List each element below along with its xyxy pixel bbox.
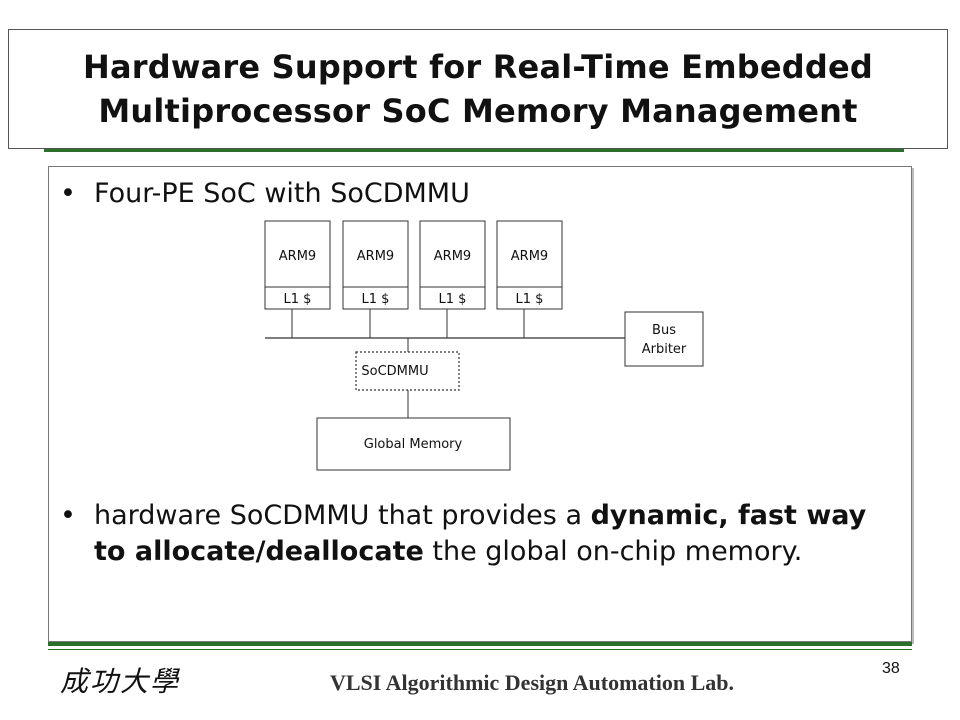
lab-name: VLSI Algorithmic Design Automation Lab.	[330, 670, 734, 695]
processor-1-cache: L1 $	[284, 292, 312, 307]
processor-3-cache: L1 $	[439, 292, 467, 307]
processor-block-4: ARM9 L1 $	[496, 220, 563, 310]
processor-block-3: ARM9 L1 $	[419, 220, 486, 310]
processor-3-label: ARM9	[434, 249, 471, 264]
footer-rule-thick	[48, 642, 912, 646]
title-underline	[44, 149, 904, 152]
bullet-dot: •	[60, 500, 76, 531]
global-memory-block: Global Memory	[316, 417, 511, 471]
bullet-1-text: Four-PE SoC with SoCDMMU	[94, 178, 470, 209]
bus-arbiter-block: Bus Arbiter	[624, 311, 704, 367]
bus-connectors	[291, 309, 525, 338]
soc-diagram: ARM9 L1 $ ARM9 L1 $ ARM9 L1 $ ARM9 L1 $	[264, 220, 704, 471]
processor-4-cache: L1 $	[516, 292, 544, 307]
footer-rule-thin	[48, 649, 912, 650]
university-logo-text: 成功大學	[60, 665, 181, 698]
processor-2-label: ARM9	[357, 249, 394, 264]
page-number: 38	[882, 660, 900, 677]
processor-1-label: ARM9	[279, 249, 316, 264]
bus-arbiter-label-2: Arbiter	[642, 342, 687, 357]
slide-title-line-2: Multiprocessor SoC Memory Management	[98, 92, 858, 130]
bus-arbiter-label-1: Bus	[652, 323, 676, 338]
bullet-2-text-part2: the global on-chip memory.	[423, 536, 803, 567]
processor-block-2: ARM9 L1 $	[342, 220, 409, 310]
processor-2-cache: L1 $	[362, 292, 390, 307]
bullet-2-emphasis: dynamic, fast way to allocate/deallocate	[94, 500, 867, 567]
processor-4-label: ARM9	[511, 249, 548, 264]
bullet-dot: •	[60, 178, 76, 209]
socdmmu-label: SoCDMMU	[361, 364, 428, 379]
slide-title-line-1: Hardware Support for Real-Time Embedded	[82, 48, 874, 86]
socdmmu-block: SoCDMMU	[355, 351, 460, 391]
slide-title-box: Hardware Support for Real-Time Embedded …	[8, 29, 948, 149]
processor-block-1: ARM9 L1 $	[264, 220, 331, 310]
global-memory-label: Global Memory	[364, 437, 463, 452]
bullet-2-text-part1: hardware SoCDMMU that provides a	[94, 500, 591, 531]
bullet-2-text: hardware SoCDMMU that provides a dynamic…	[94, 498, 894, 570]
